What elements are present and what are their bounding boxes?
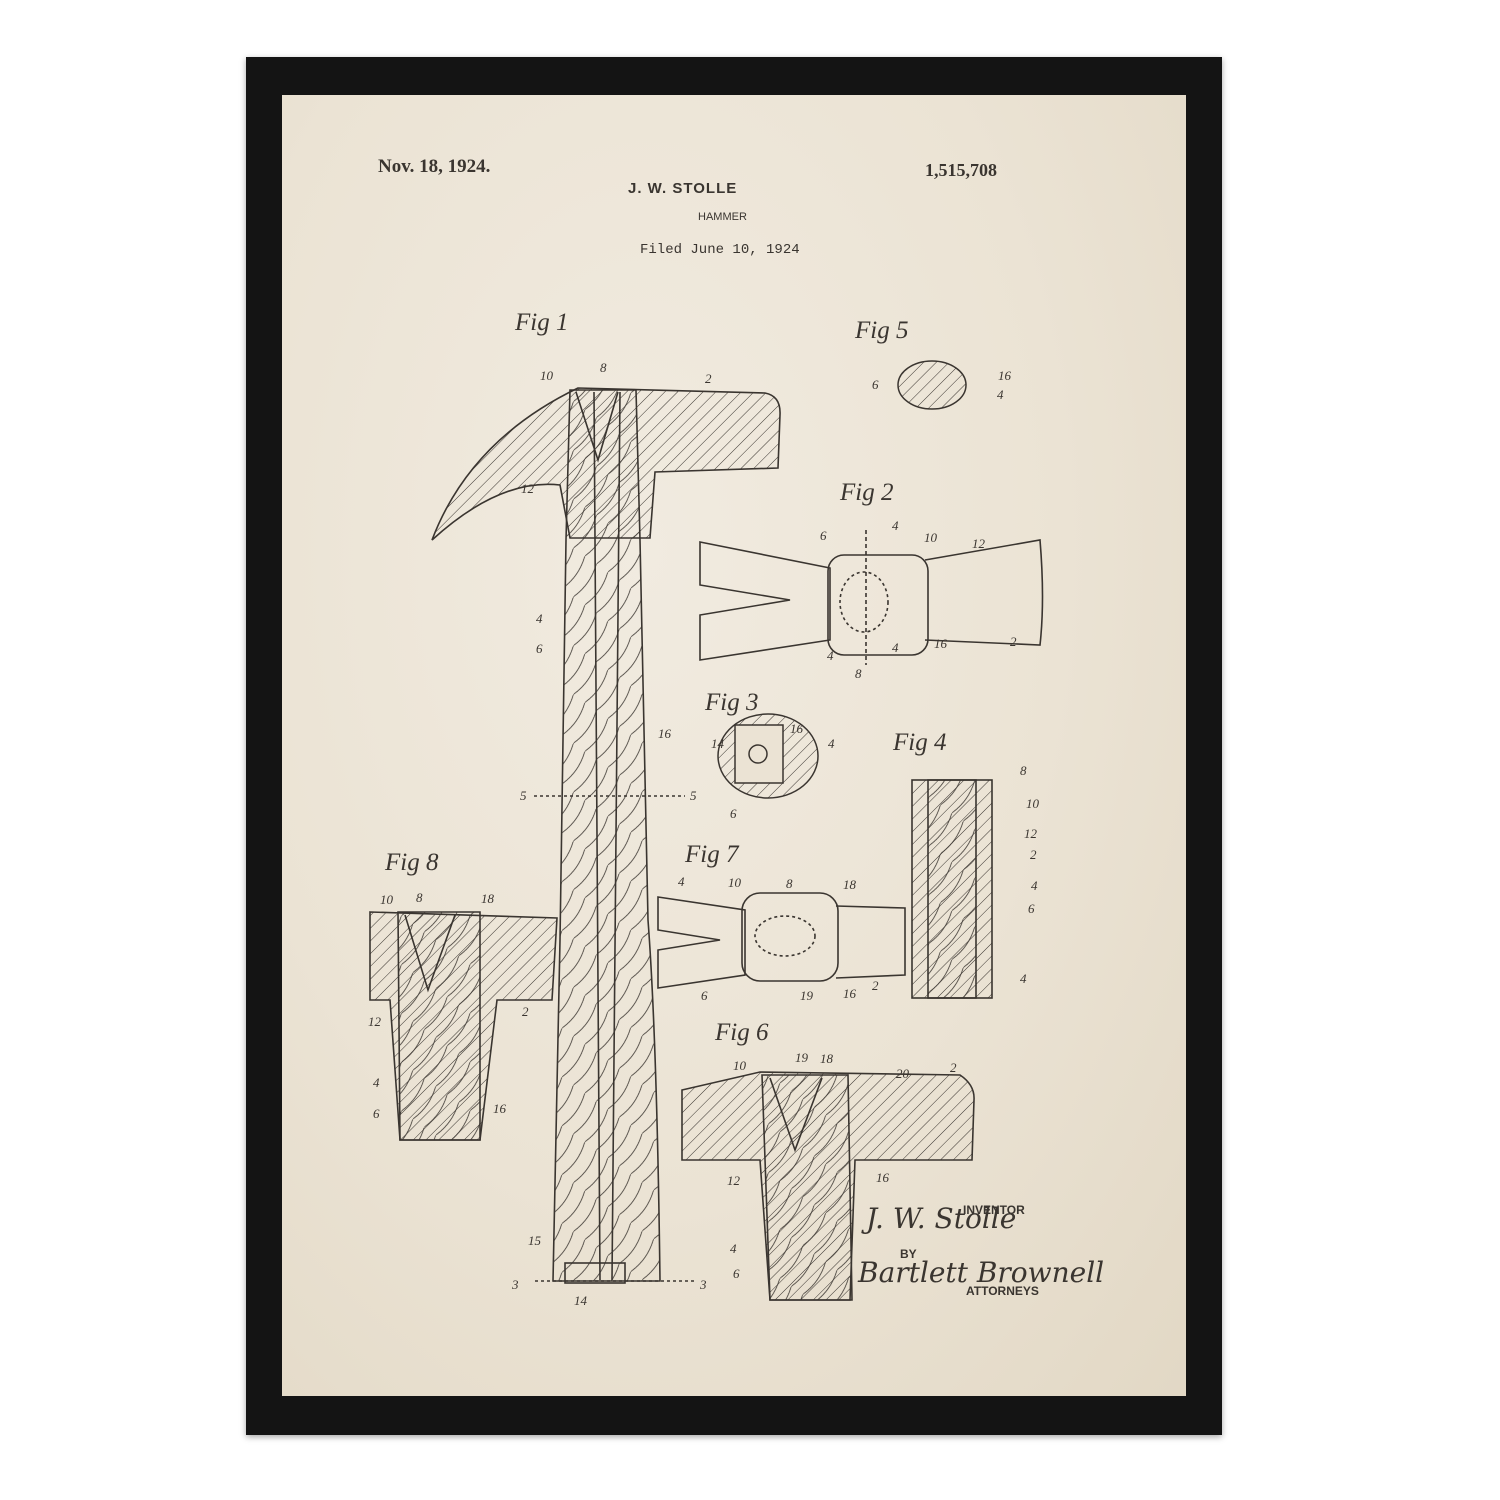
fig3-labels: 14 16 4 6 [711,721,835,821]
svg-text:4: 4 [1020,971,1027,986]
svg-text:6: 6 [730,806,737,821]
fig5-section [897,360,967,410]
svg-text:6: 6 [872,377,879,392]
fig4-labels: 8 10 12 2 4 6 4 [1020,763,1040,986]
fig2-caption: Fig 2 [839,479,893,506]
fig2-labels: 6 4 10 12 4 4 8 16 2 [820,518,1017,681]
attorney-signature: Bartlett Brownell [857,1256,1104,1289]
svg-text:2: 2 [1010,634,1017,649]
svg-text:19: 19 [795,1050,809,1065]
svg-text:10: 10 [728,875,742,890]
fig7-labels: 4 10 8 18 6 19 16 2 [678,874,879,1003]
fig8-section [369,911,558,1141]
filed-date: Filed June 10, 1924 [640,242,800,258]
fig6-section [681,1071,975,1301]
svg-text:4: 4 [730,1241,737,1256]
svg-text:4: 4 [892,518,899,533]
svg-text:14: 14 [574,1293,588,1308]
svg-text:2: 2 [872,978,879,993]
svg-text:4: 4 [997,387,1004,402]
svg-text:16: 16 [493,1101,507,1116]
svg-text:2: 2 [1030,847,1037,862]
attorneys-caption: ATTORNEYS [966,1284,1039,1298]
svg-text:5: 5 [690,788,697,803]
inventor-name: J. W. STOLLE [628,180,738,197]
patent-number: 1,515,708 [925,160,997,180]
svg-text:2: 2 [522,1004,529,1019]
fig6-labels: 10 19 18 20 2 12 16 4 6 [727,1050,957,1281]
svg-text:4: 4 [373,1075,380,1090]
svg-text:8: 8 [1020,763,1027,778]
svg-text:6: 6 [733,1266,740,1281]
svg-text:10: 10 [540,368,554,383]
svg-text:6: 6 [536,641,543,656]
svg-text:12: 12 [972,536,986,551]
svg-text:10: 10 [380,892,394,907]
svg-text:19: 19 [800,988,814,1003]
svg-text:12: 12 [1024,826,1038,841]
fig6-caption: Fig 6 [714,1019,769,1046]
fig5-caption: Fig 5 [854,317,908,344]
svg-text:16: 16 [934,636,948,651]
svg-text:16: 16 [843,986,857,1001]
svg-text:8: 8 [786,876,793,891]
patent-drawing: 10 8 2 12 4 6 16 5 5 15 3 3 14 Fig 1 6 16 4 Fig… [368,309,1104,1308]
svg-text:2: 2 [950,1060,957,1075]
patent-date: Nov. 18, 1924. [378,156,491,177]
fig1-labels: 10 8 2 12 4 6 16 5 5 15 3 3 14 [511,360,712,1308]
inventor-caption: INVENTOR [963,1203,1025,1217]
patent-title: HAMMER [698,211,747,223]
fig1-hammer [431,387,781,1284]
svg-text:14: 14 [711,736,725,751]
svg-text:2: 2 [705,371,712,386]
svg-text:6: 6 [820,528,827,543]
svg-text:4: 4 [678,874,685,889]
fig8-labels: 10 8 18 12 2 4 6 16 [368,890,529,1121]
svg-text:4: 4 [1031,878,1038,893]
svg-text:18: 18 [843,877,857,892]
fig3-section [717,713,819,799]
svg-text:3: 3 [699,1277,707,1292]
svg-text:8: 8 [600,360,607,375]
svg-text:6: 6 [1028,901,1035,916]
svg-text:12: 12 [521,481,535,496]
svg-text:10: 10 [924,530,938,545]
svg-text:15: 15 [528,1233,542,1248]
svg-text:16: 16 [658,726,672,741]
svg-text:16: 16 [790,721,804,736]
fig4-section [911,779,993,999]
svg-text:20: 20 [896,1066,910,1081]
svg-text:5: 5 [520,788,527,803]
svg-text:16: 16 [876,1170,890,1185]
svg-text:6: 6 [373,1106,380,1121]
fig7-topview [657,892,906,989]
svg-text:10: 10 [1026,796,1040,811]
fig3-caption: Fig 3 [704,689,758,716]
svg-text:18: 18 [481,891,495,906]
svg-text:12: 12 [368,1014,382,1029]
svg-text:18: 18 [820,1051,834,1066]
svg-text:4: 4 [827,648,834,663]
fig7-caption: Fig 7 [684,841,740,868]
inventor-signature: J. W. Stolle [861,1202,1016,1235]
svg-text:12: 12 [727,1173,741,1188]
svg-text:3: 3 [511,1277,519,1292]
svg-text:4: 4 [536,611,543,626]
fig8-caption: Fig 8 [384,849,439,876]
svg-text:8: 8 [855,666,862,681]
by-caption: BY [900,1247,917,1261]
fig2-topview [699,530,1044,665]
fig1-caption: Fig 1 [514,309,568,336]
svg-text:16: 16 [998,368,1012,383]
fig4-caption: Fig 4 [892,729,946,756]
svg-text:4: 4 [892,640,899,655]
svg-text:6: 6 [701,988,708,1003]
fig5-labels: 6 16 4 [872,368,1012,402]
svg-text:4: 4 [828,736,835,751]
svg-text:8: 8 [416,890,423,905]
svg-text:10: 10 [733,1058,747,1073]
